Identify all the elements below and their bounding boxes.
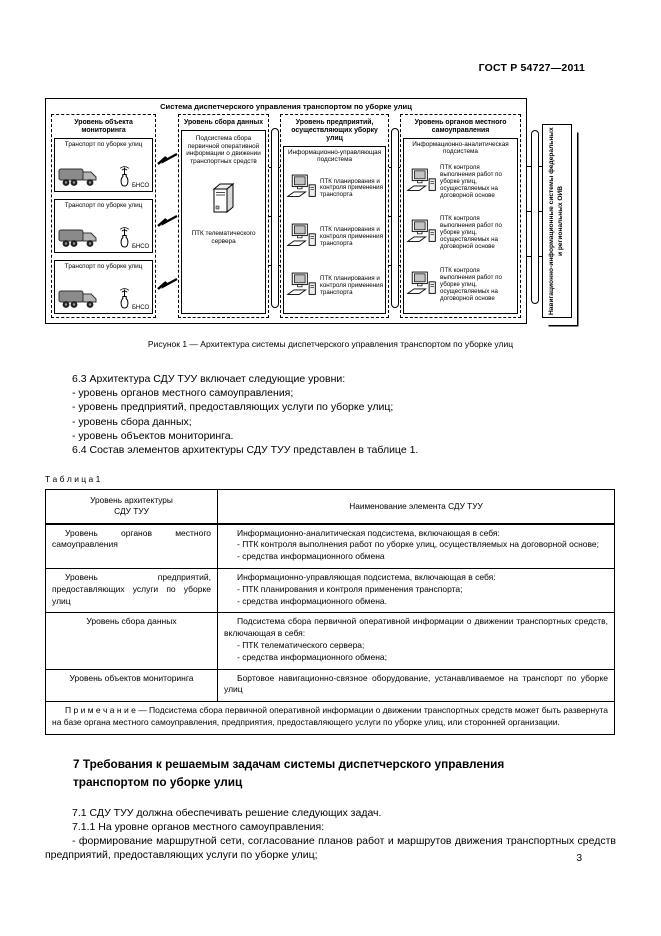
telematics-server-label: ПТК телематического сервера — [191, 230, 256, 246]
bnso-label: БНСО — [131, 305, 150, 311]
table-row: Уровень сбора данных Подсистема сбора пе… — [45, 612, 615, 670]
data-subsystem-label: Подсистема сбора первичной оперативной и… — [186, 134, 261, 165]
table-note-row: П р и м е ч а н и е — Подсистема сбора п… — [45, 701, 615, 735]
paragraph-6-4: 6.4 Состав элементов архитектуры СДУ ТУУ… — [72, 444, 419, 457]
section-7-heading: 7 Требования к решаемым задачам системы … — [73, 756, 505, 790]
figure-1-diagram: Система диспетчерского управления трансп… — [45, 98, 616, 324]
element-line: Информационно-аналитическая подсистема, … — [237, 527, 500, 538]
page-number: 3 — [576, 853, 582, 864]
level-data-collection: Уровень сбора данных Подсистема сбора пе… — [177, 114, 270, 318]
workstation-icon — [406, 168, 438, 197]
level-cell: Уровень предприятий, предоставляющих усл… — [52, 571, 211, 606]
transport-unit: Транспорт по уборке улиц БНСО — [54, 260, 154, 314]
element-line: - средства информационного обмена; — [237, 651, 388, 662]
element-line: - ПТК планирования и контроля применения… — [237, 583, 463, 594]
paragraph-7-1: 7.1 СДУ ТУУ должна обеспечивать решение … — [72, 806, 382, 819]
level-enterprises: Уровень предприятий, осуществляющих убор… — [280, 114, 390, 318]
table-note: П р и м е ч а н и е — Подсистема сбора п… — [52, 705, 608, 727]
data-subsystem-box: Подсистема сбора первичной оперативной и… — [180, 129, 267, 314]
column-header-level: Уровень архитектуры СДУ ТУУ — [45, 489, 218, 525]
truck-icon — [58, 224, 98, 250]
element-line: Бортовое навигационно-связное оборудован… — [224, 672, 608, 695]
level-government: Уровень органов местного самоуправления … — [400, 114, 521, 318]
truck-icon — [58, 285, 98, 311]
list-item: - уровень предприятий, предоставляющих у… — [72, 401, 394, 414]
bnso-label: БНСО — [131, 243, 150, 250]
analytics-subsystem-box: Информационно-аналитическая подсистема П… — [403, 137, 518, 314]
paragraph-7-1-1: 7.1.1 На уровне органов местного самоупр… — [72, 820, 325, 833]
lightning-icon — [156, 277, 178, 296]
data-bus — [389, 114, 401, 318]
table-row: Уровень органов местного самоуправления … — [45, 523, 615, 569]
level-enterprises-title: Уровень предприятий, осуществляющих убор… — [291, 119, 378, 142]
workstation-icon — [286, 223, 318, 252]
list-item: - уровень органов местного самоуправлени… — [72, 387, 294, 400]
transport-unit: Транспорт по уборке улиц БНСО — [54, 198, 154, 253]
workstation-row: ПТК планирования и контроля применения т… — [286, 165, 383, 214]
level-monitoring: Уровень объекта мониторинга Транспорт по… — [51, 114, 157, 318]
element-line: - ПТК контроля выполнения работ по уборк… — [237, 539, 600, 550]
level-monitoring-title: Уровень объекта мониторинга — [74, 119, 133, 134]
workstation-icon — [406, 271, 438, 300]
bus-cylinder-icon — [270, 128, 279, 308]
table-1: Уровень архитектуры СДУ ТУУ Наименование… — [45, 489, 615, 735]
level-government-title: Уровень органов местного самоуправления — [414, 119, 507, 134]
external-bus — [527, 98, 542, 324]
workstation-row: ПТК планирования и контроля применения т… — [286, 262, 383, 311]
list-item: - формирование маршрутной сети, согласов… — [45, 835, 616, 862]
level-cell: Уровень органов местного самоуправления — [52, 527, 211, 550]
system-title: Система диспетчерского управления трансп… — [160, 102, 412, 111]
external-systems-label: Навигационно-информационные системы феде… — [548, 127, 564, 315]
data-bus — [269, 114, 281, 318]
control-subsystem-box: Информационно-управляющая подсистема ПТК… — [283, 145, 387, 314]
level-cell: Уровень сбора данных — [86, 616, 177, 627]
system-boundary-box: Система диспетчерского управления трансп… — [45, 98, 527, 324]
workstation-icon — [286, 174, 318, 203]
transport-unit: Транспорт по уборке улиц БНСО — [54, 137, 154, 192]
element-line: - средства информационного обмена — [237, 551, 385, 562]
table-row: Уровень объектов мониторинга Бортовое на… — [45, 668, 615, 703]
radio-links — [156, 114, 178, 318]
element-line: - ПТК телематического сервера; — [237, 639, 365, 650]
element-line: - средства информационного обмена. — [237, 595, 388, 606]
list-item: - уровень сбора данных; — [72, 415, 192, 428]
element-line: Подсистема сбора первичной оперативной и… — [224, 616, 608, 639]
column-header-element: Наименование элемента СДУ ТУУ — [217, 489, 615, 525]
list-item: - уровень объектов мониторинга. — [72, 429, 234, 442]
bnso-label: БНСО — [131, 182, 150, 189]
server-icon — [212, 182, 235, 217]
radio-antenna-icon — [118, 227, 131, 250]
bus-cylinder-icon — [530, 129, 539, 304]
radio-antenna-icon — [118, 166, 131, 189]
table-row: Уровень предприятий, предоставляющих усл… — [45, 567, 615, 614]
paragraph-6-3: 6.3 Архитектура СДУ ТУУ включает следующ… — [72, 373, 346, 385]
workstation-icon — [286, 272, 318, 301]
level-cell: Уровень объектов мониторинга — [69, 672, 194, 683]
truck-icon — [58, 163, 98, 189]
lightning-icon — [156, 214, 178, 233]
level-data-title: Уровень сбора данных — [183, 119, 264, 126]
external-systems-panel: Навигационно-информационные системы феде… — [542, 124, 572, 318]
element-line: Информационно-управляющая подсистема, вк… — [237, 571, 496, 582]
lightning-icon — [156, 152, 178, 171]
workstation-row: ПТК контроля выполнения работ по уборке … — [406, 260, 515, 311]
table-header-row: Уровень архитектуры СДУ ТУУ Наименование… — [45, 489, 615, 525]
workstation-row: ПТК контроля выполнения работ по уборке … — [406, 157, 515, 208]
levels-grid: Уровень объекта мониторинга Транспорт по… — [51, 114, 521, 318]
table-1-label: Т а б л и ц а 1 — [45, 474, 101, 485]
figure-caption: Рисунок 1 — Архитектура системы диспетче… — [147, 339, 514, 349]
workstation-row: ПТК контроля выполнения работ по уборке … — [406, 208, 515, 259]
section-7-text: 7.1 СДУ ТУУ должна обеспечивать решение … — [45, 806, 616, 863]
radio-antenna-icon — [118, 288, 131, 311]
bus-cylinder-icon — [390, 128, 399, 308]
workstation-icon — [406, 219, 438, 248]
document-code: ГОСТ Р 54727—2011 — [478, 62, 585, 74]
workstation-row: ПТК планирования и контроля применения т… — [286, 213, 383, 262]
section-6-text: 6.3 Архитектура СДУ ТУУ включает следующ… — [45, 372, 616, 457]
